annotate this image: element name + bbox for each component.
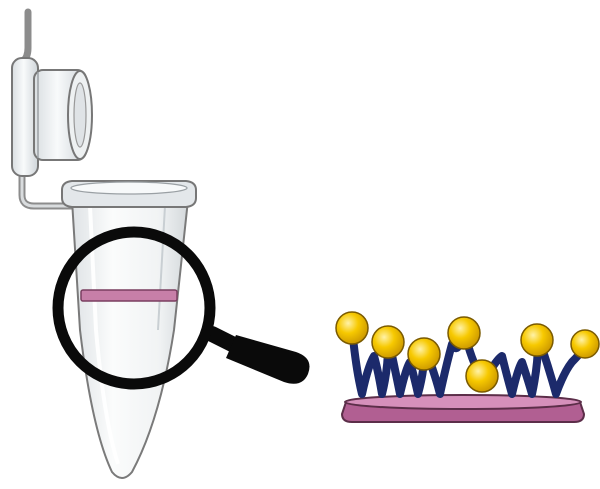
substrate (342, 395, 584, 422)
gold-nanoparticle (408, 338, 440, 370)
functionalized-surface-icon (336, 312, 599, 422)
tube-cap (12, 58, 92, 176)
gold-nanoparticle (372, 326, 404, 358)
gold-nanoparticle (571, 330, 599, 358)
gold-nanoparticle (521, 324, 553, 356)
gold-nanoparticle (448, 317, 480, 349)
magnifier-handle (226, 335, 310, 384)
pink-band (81, 290, 177, 301)
gold-nanoparticle (336, 312, 368, 344)
gold-nanoparticle (466, 360, 498, 392)
tube-rim (62, 181, 196, 207)
tube-tab (22, 12, 28, 62)
